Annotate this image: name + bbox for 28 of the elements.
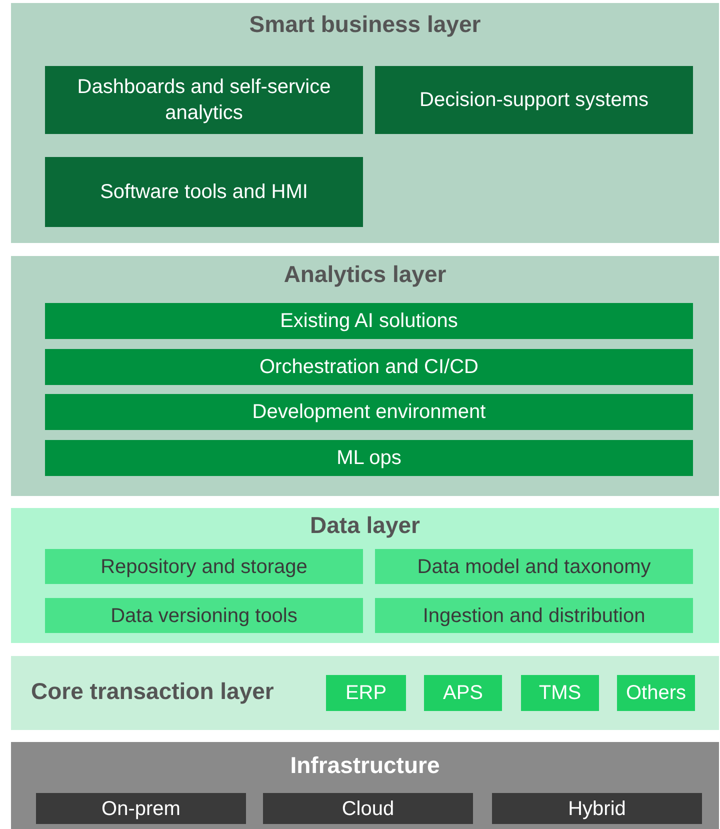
component-tile: Ingestion and distribution bbox=[375, 598, 693, 633]
component-tile: Cloud bbox=[263, 793, 473, 824]
component-tile: Hybrid bbox=[492, 793, 702, 824]
component-tile: On-prem bbox=[36, 793, 246, 824]
component-tile: Others bbox=[617, 675, 695, 711]
layer-panel bbox=[11, 3, 719, 243]
component-tile: Existing AI solutions bbox=[45, 303, 693, 339]
component-tile: TMS bbox=[521, 675, 599, 711]
component-tile: Software tools and HMI bbox=[45, 157, 363, 227]
layer-panel bbox=[11, 742, 719, 829]
component-tile: ML ops bbox=[45, 440, 693, 476]
component-tile: Data versioning tools bbox=[45, 598, 363, 633]
component-tile: Repository and storage bbox=[45, 549, 363, 584]
component-tile: Development environment bbox=[45, 394, 693, 430]
layer-panel bbox=[11, 256, 719, 496]
layer-title: Data layer bbox=[310, 512, 420, 539]
component-tile: Data model and taxonomy bbox=[375, 549, 693, 584]
layer-title: Core transaction layer bbox=[31, 678, 274, 705]
layer-title: Infrastructure bbox=[290, 752, 440, 779]
component-tile: ERP bbox=[326, 675, 406, 711]
layer-title: Analytics layer bbox=[284, 261, 446, 288]
component-tile: Dashboards and self-service analytics bbox=[45, 66, 363, 134]
layer-panel bbox=[11, 656, 719, 730]
layer-title: Smart business layer bbox=[249, 11, 481, 38]
layer-panel bbox=[11, 508, 719, 643]
component-tile: Orchestration and CI/CD bbox=[45, 349, 693, 385]
component-tile: Decision-support systems bbox=[375, 66, 693, 134]
component-tile: APS bbox=[424, 675, 502, 711]
